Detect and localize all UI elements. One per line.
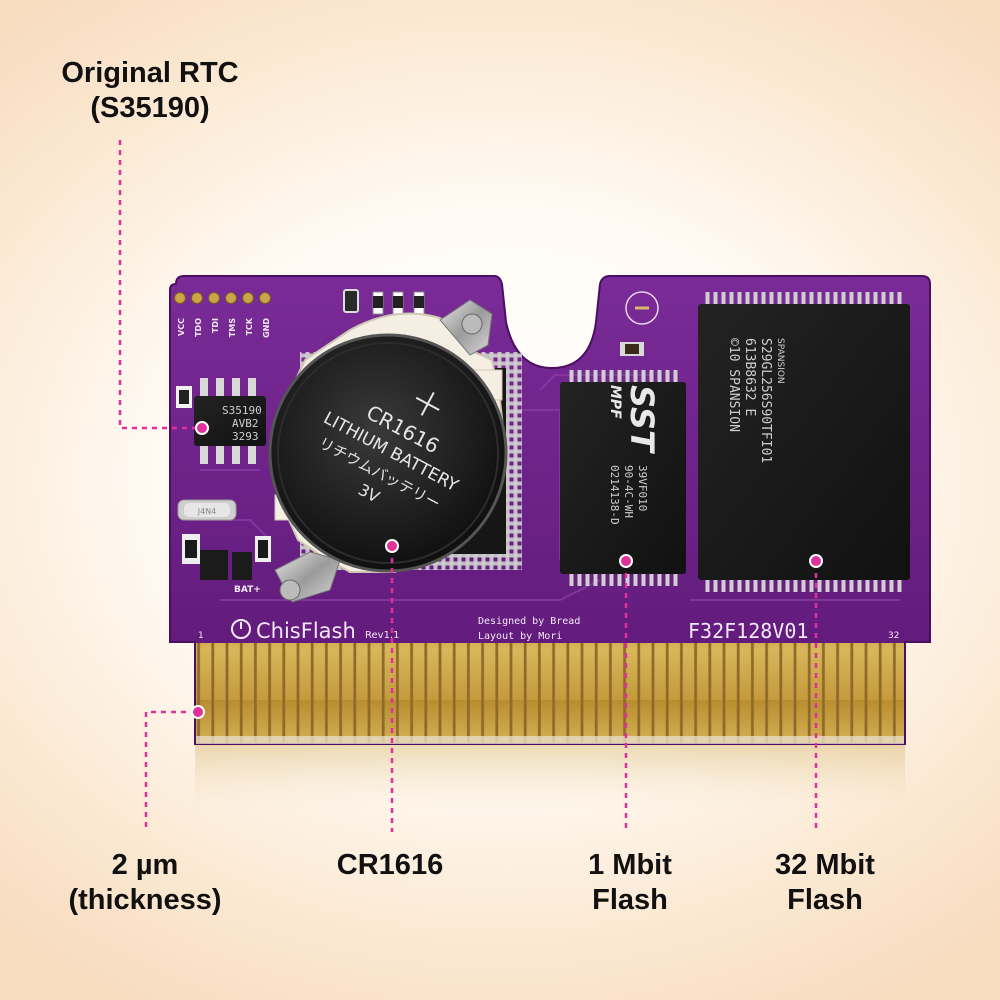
spansion-line2: 613B8632 E (742, 338, 757, 416)
callout-battery: CR1616 (290, 848, 490, 883)
sst-line1: 39VF010 (636, 465, 649, 511)
layout-credit: Layout by Mori (478, 631, 562, 642)
jtag-label-tdo: TDO (194, 318, 203, 337)
gold-edge-connector (196, 643, 904, 743)
callout-thickness: 2 µm (thickness) (30, 848, 260, 918)
callout-thickness-line2: (thickness) (68, 884, 222, 916)
callout-flash1-line1: 1 Mbit (588, 849, 672, 881)
callout-flash32-line1: 32 Mbit (775, 849, 875, 881)
sst-sub: MPF (607, 385, 623, 419)
callout-rtc-line1: Original RTC (61, 57, 239, 89)
sst-line2: 90-4C-WH (622, 465, 635, 518)
designer-credit: Designed by Bread (478, 616, 580, 627)
callout-battery-line1: CR1616 (336, 849, 444, 881)
jtag-header: VCC TDO TDI TMS TCK GND (174, 292, 271, 338)
pin-32-label: 32 (888, 631, 899, 641)
jtag-label-vcc: VCC (177, 318, 186, 336)
rtc-chip-line2: AVB2 (232, 417, 259, 430)
bat-plus-label: BAT+ (234, 585, 261, 595)
crystal-marking: J4N4 (197, 507, 217, 516)
rtc-chip-line1: S35190 (222, 404, 262, 417)
rtc-chip-line3: 3293 (232, 430, 259, 443)
callout-rtc-line2: (S35190) (90, 92, 210, 124)
callout-flash1-line2: Flash (592, 884, 668, 916)
callout-32mbit-flash: 32 Mbit Flash (745, 848, 905, 918)
callout-original-rtc: Original RTC (S35190) (20, 56, 280, 126)
callout-dot-rtc (195, 421, 209, 435)
callout-1mbit-flash: 1 Mbit Flash (560, 848, 700, 918)
crystal-oscillator: J4N4 (177, 499, 237, 521)
pin-1-label: 1 (198, 631, 204, 641)
jtag-label-tms: TMS (228, 318, 237, 337)
callout-dot-flash1 (619, 554, 633, 568)
callout-dot-flash32 (809, 554, 823, 568)
silkscreen: BAT+ ChisFlash Rev1.1 Designed by Bread … (198, 585, 899, 643)
sst-line3: 0214138-D (608, 465, 621, 525)
callout-dot-battery (385, 539, 399, 553)
spansion-line3: ©10 SPANSION (726, 338, 741, 432)
board-brand: ChisFlash (256, 619, 356, 643)
spansion-logo: SPANSION (775, 338, 785, 384)
callout-flash32-line2: Flash (787, 884, 863, 916)
sst-logo: SST (623, 385, 661, 454)
board-part-number: F32F128V01 (688, 619, 808, 643)
jtag-label-tck: TCK (245, 317, 254, 335)
jtag-label-tdi: TDI (211, 318, 220, 333)
spansion-32mbit-flash-chip: SPANSION S29GL256S90TFI01 613B8632 E ©10… (698, 292, 910, 592)
callout-thickness-line1: 2 µm (111, 849, 179, 881)
callout-dot-thickness (191, 705, 205, 719)
sst-1mbit-flash-chip: SST MPF 39VF010 90-4C-WH 0214138-D (560, 370, 686, 586)
rtc-chip: S35190 AVB2 3293 (194, 378, 266, 464)
board-reflection (195, 742, 905, 812)
jtag-label-gnd: GND (262, 318, 271, 338)
spansion-line1: S29GL256S90TFI01 (758, 338, 773, 463)
cr1616-battery: CR1616 LITHIUM BATTERY リチウムバッテリー 3V (268, 333, 508, 573)
board-revision: Rev1.1 (365, 630, 399, 641)
callout-leaders (118, 140, 818, 832)
smd-components (176, 289, 659, 580)
